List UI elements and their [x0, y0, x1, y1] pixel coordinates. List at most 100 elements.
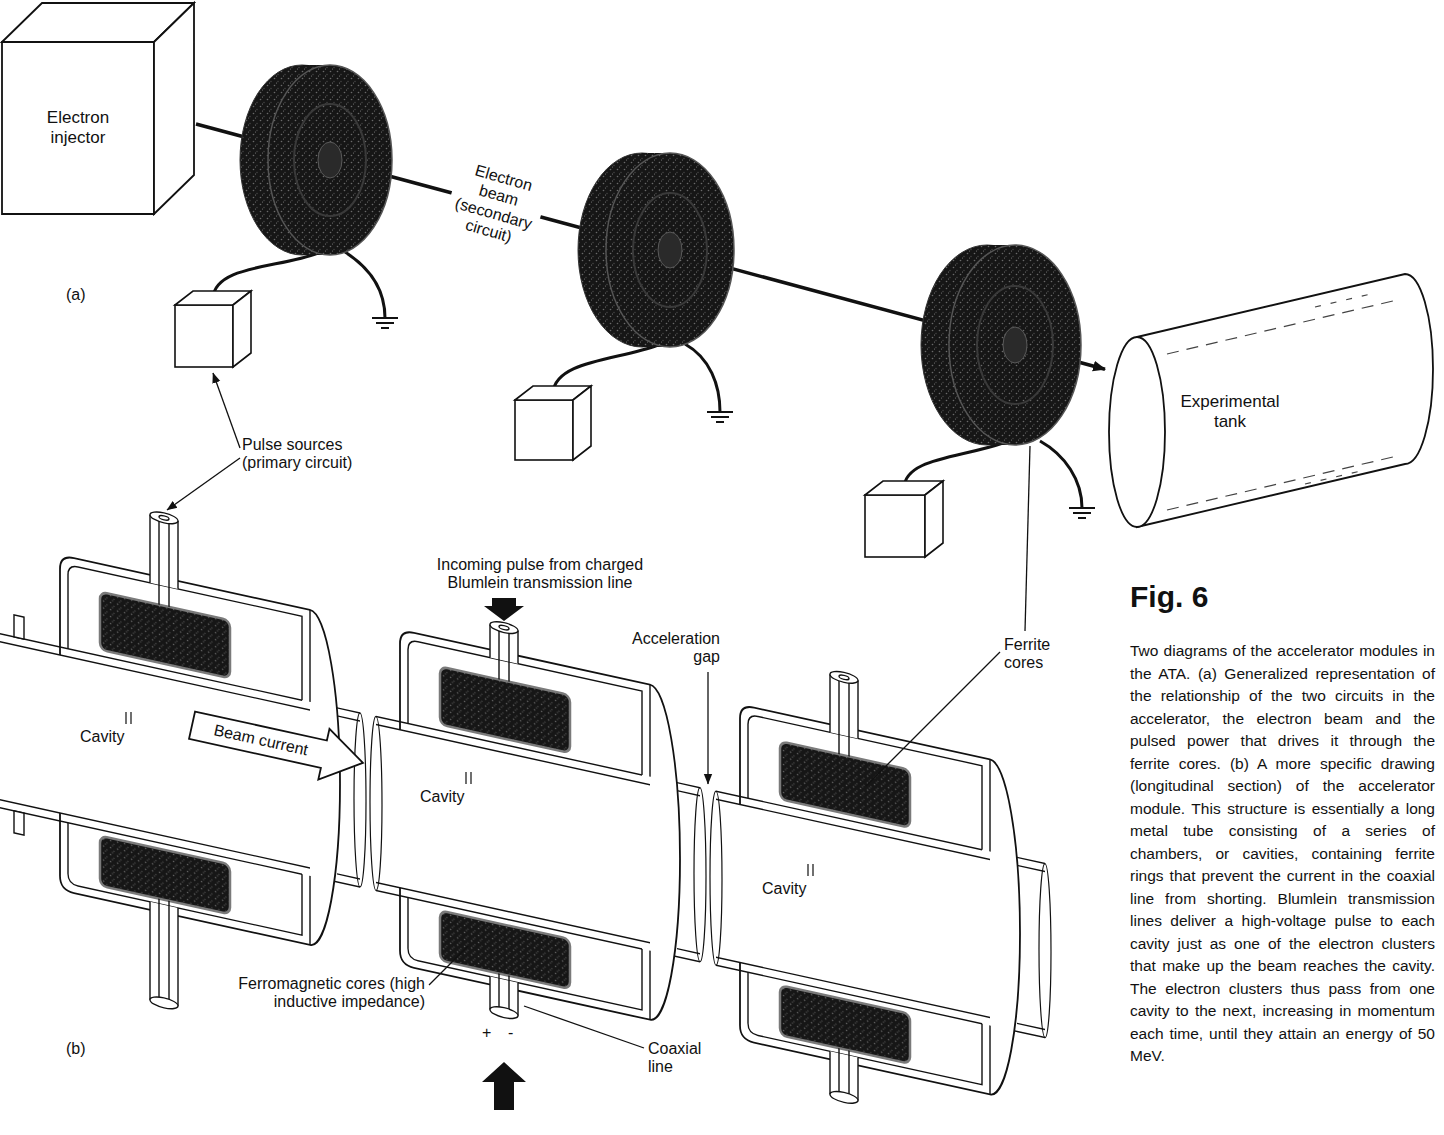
- coaxial-feed: [830, 669, 858, 685]
- tank-cylinder-outline: [1305, 293, 1375, 484]
- part-label: Pulse sources (primary circuit): [242, 436, 377, 473]
- coaxial-feed: [150, 510, 178, 526]
- leader-line: [167, 373, 1030, 1048]
- part-label: (b): [66, 1040, 86, 1058]
- pulse-arrow: [484, 598, 524, 621]
- coaxial-feed: [499, 625, 509, 631]
- leader-line: [1025, 446, 1030, 631]
- ferrite-disk: [240, 65, 392, 255]
- ferrite-disk: [268, 65, 392, 255]
- coaxial-feed: [830, 674, 858, 738]
- coaxial-feed: [150, 995, 178, 1011]
- part-label: Incoming pulse from charged Blumlein tra…: [425, 556, 655, 593]
- ground-symbol: [707, 412, 733, 422]
- accelerator-section: [60, 555, 340, 952]
- tank-cylinder-outline: [1109, 337, 1165, 527]
- part-label: (a): [66, 286, 86, 304]
- leader-line: [524, 1006, 644, 1048]
- ferrite-disk: [1003, 327, 1027, 363]
- coaxial-feed: [490, 620, 518, 636]
- leader-line: [707, 672, 708, 784]
- coaxial-feed: [830, 1089, 858, 1105]
- coaxial-feed: [150, 515, 178, 589]
- ground-symbol: [372, 318, 398, 328]
- pulse-source-box: [175, 291, 251, 367]
- coaxial-feed: [150, 515, 178, 609]
- ferrite-disk: [949, 245, 1081, 445]
- part-label: Coaxial line: [648, 1040, 710, 1077]
- coaxial-feed: [830, 674, 858, 758]
- part-label: Acceleration gap: [620, 630, 720, 667]
- tank-cylinder: Experimental tank: [1105, 262, 1440, 532]
- coaxial-feed: [830, 669, 858, 1105]
- text-frame: Experimental tank: [1170, 367, 1290, 457]
- leader-line: [167, 458, 240, 510]
- node-label: Beam current: [212, 721, 310, 760]
- leader-line: [213, 373, 240, 448]
- part-label: Cavity: [80, 728, 124, 746]
- beam-pipe: [0, 633, 60, 821]
- coaxial-feed: [150, 902, 178, 1006]
- coaxial-feed: [490, 620, 518, 1021]
- ferrite-disk: [318, 142, 342, 178]
- accelerator-section: [675, 782, 740, 970]
- node-label: Electron injector: [38, 108, 118, 147]
- pulse-source-box: [515, 400, 573, 460]
- pulse-source-box: [515, 386, 591, 460]
- ground-symbol: [1069, 508, 1095, 518]
- tick-mark: [466, 772, 471, 784]
- coaxial-feed: [839, 674, 849, 680]
- injector-box-outline: [2, 42, 154, 214]
- pulse-wire: [1040, 441, 1082, 508]
- accelerator-section: [0, 476, 1051, 1135]
- ferrite-disk: [294, 104, 366, 216]
- pulse-source-box: [925, 481, 943, 557]
- accelerator-section: [400, 630, 680, 1027]
- coaxial-feed: [150, 510, 178, 1011]
- injector-box-outline: [154, 3, 194, 214]
- ferrite-disk: [633, 193, 707, 307]
- accelerator-section: [335, 707, 400, 895]
- pulse-source-box: [865, 481, 943, 557]
- ferrite-disk: [606, 153, 734, 347]
- pulse-arrow: [482, 1062, 526, 1110]
- accelerator-section: [740, 705, 1020, 1102]
- part-label: Cavity: [762, 880, 806, 898]
- ferrite-disk: [977, 286, 1053, 404]
- tick-mark: [126, 712, 813, 876]
- pulse-wire: [345, 252, 385, 318]
- caption-text: Two diagrams of the accelerator modules …: [1130, 640, 1435, 1068]
- beam-current-arrow-outline: [186, 700, 368, 788]
- coaxial-feed: [150, 897, 178, 1006]
- part-label: Cavity: [420, 788, 464, 806]
- pulse-wire: [685, 344, 720, 412]
- text-frame: Beam current: [192, 701, 329, 779]
- tick-mark: [808, 864, 813, 876]
- coaxial-feed: [490, 1005, 518, 1021]
- tank-cylinder-outline: [1137, 274, 1433, 527]
- pipe-flange: [14, 615, 24, 639]
- ferrite-disk: [921, 245, 1081, 445]
- ferrite-disk: [658, 232, 682, 268]
- ferrite-disk: [578, 153, 734, 347]
- pulse-source-box: [573, 386, 591, 460]
- part-label: +: [482, 1024, 491, 1042]
- part-label: Ferrite cores: [1004, 636, 1066, 673]
- edge-label: Electron beam (secondary circuit): [441, 156, 550, 254]
- pipe-end: [1039, 862, 1051, 1039]
- coaxial-feed: [159, 515, 169, 521]
- part-label: -: [508, 1024, 513, 1042]
- pulse-source-box: [233, 291, 251, 367]
- text-frame: Electron injector: [2, 42, 154, 214]
- beam-current-arrow: Beam current: [186, 700, 368, 788]
- injector-box: Electron injector: [2, 2, 196, 216]
- tank-cylinder-outline: [1167, 300, 1397, 510]
- pulse-source-box: [175, 305, 233, 367]
- pulse-source-box: [865, 495, 925, 557]
- node-label: Experimental tank: [1174, 392, 1286, 431]
- pipe-flange: [14, 811, 24, 835]
- leader-line: [429, 946, 468, 985]
- leader-line: [866, 652, 1000, 786]
- part-label: Ferromagnetic cores (high inductive impe…: [232, 975, 425, 1012]
